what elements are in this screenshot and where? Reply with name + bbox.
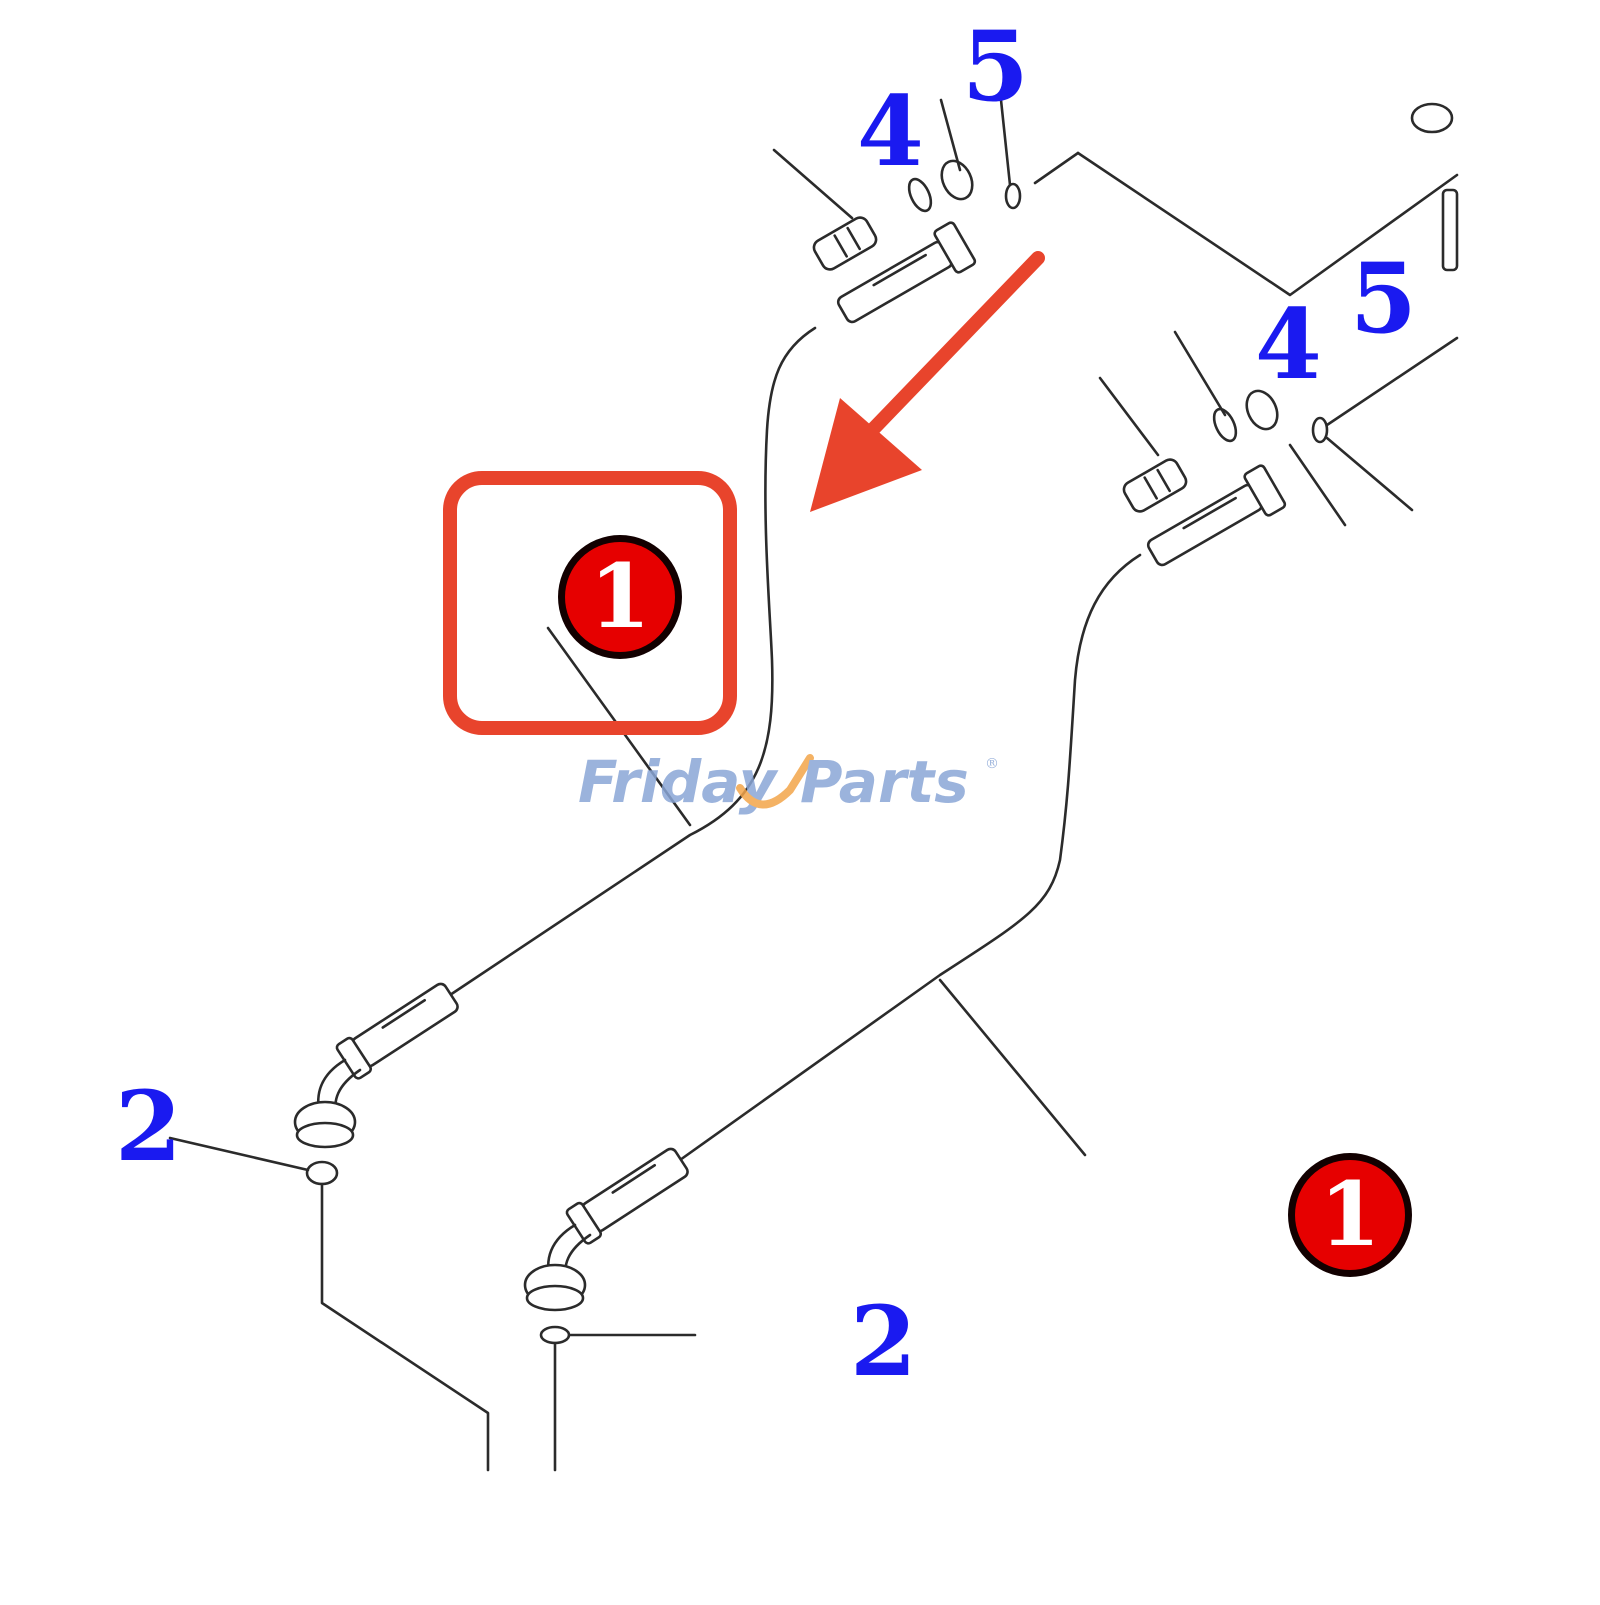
fridayparts-watermark-logo: Friday Parts ® [578, 748, 999, 816]
red-arrow-icon [810, 251, 1045, 512]
hose-right [523, 330, 1459, 1472]
svg-text:Friday: Friday [578, 748, 779, 816]
svg-text:®: ® [985, 756, 999, 772]
part-label-2-bottom: 2 [850, 1285, 917, 1398]
top-right-fittings [1410, 102, 1459, 272]
part-label-4-top: 4 [857, 75, 924, 188]
part-label-2-left: 2 [115, 1070, 182, 1183]
hose-left [168, 98, 1459, 1472]
highlight-box-icon [443, 471, 737, 735]
callout-badge-1: 1 [1288, 1153, 1412, 1277]
svg-text:1: 1 [589, 544, 650, 648]
part-label-4-right: 4 [1255, 288, 1322, 401]
svg-text:Parts: Parts [800, 748, 969, 816]
part-labels: 4 5 4 5 2 2 [115, 10, 1417, 1398]
part-label-5-top: 5 [962, 10, 1029, 123]
svg-text:1: 1 [1319, 1162, 1380, 1266]
callout-badge-1-highlighted: 1 [558, 535, 682, 659]
part-label-5-right: 5 [1350, 242, 1417, 355]
